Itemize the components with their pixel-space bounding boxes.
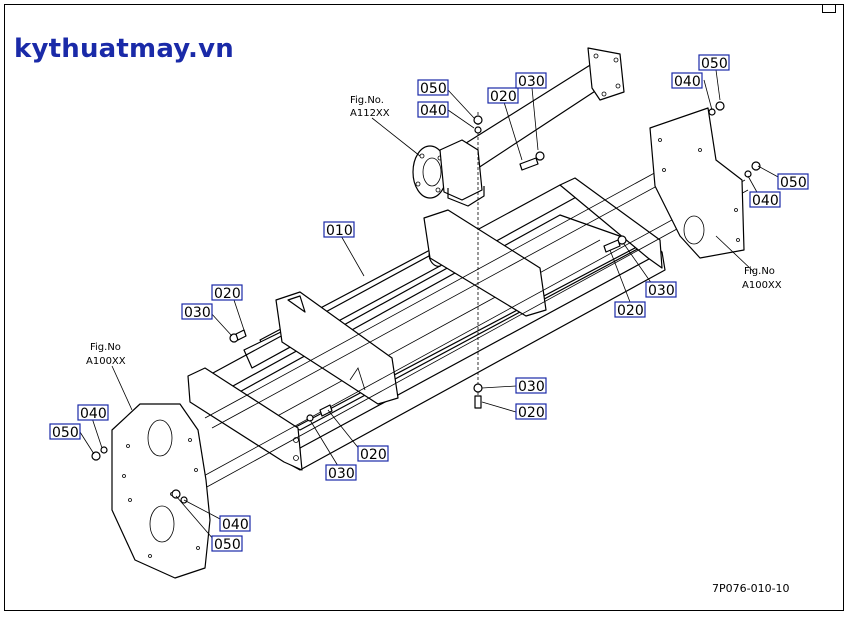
svg-text:040: 040	[80, 406, 107, 422]
svg-text:030: 030	[184, 305, 211, 321]
svg-text:030: 030	[518, 379, 545, 395]
callout-020-e: 020	[357, 445, 389, 463]
callout-040-b: 040	[671, 72, 703, 90]
svg-text:040: 040	[420, 103, 447, 119]
leader-lines	[79, 69, 781, 541]
svg-text:030: 030	[328, 466, 355, 482]
svg-text:020: 020	[518, 405, 545, 421]
svg-text:020: 020	[214, 286, 241, 302]
tie-rods	[199, 169, 749, 489]
main-frame	[187, 177, 666, 471]
callout-050-e: 050	[211, 535, 243, 553]
callout-050-a: 050	[417, 79, 449, 97]
svg-text:040: 040	[222, 517, 249, 533]
callout-040-e: 040	[219, 515, 251, 533]
callout-020-d: 020	[515, 403, 547, 421]
svg-text:010: 010	[326, 223, 353, 239]
callout-040-c: 040	[749, 191, 781, 209]
callout-020-b: 020	[211, 284, 243, 302]
callout-040-a: 040	[417, 101, 449, 119]
svg-text:050: 050	[701, 56, 728, 72]
svg-text:020: 020	[617, 303, 644, 319]
bearing-housing	[412, 139, 485, 207]
callout-030-e: 030	[325, 464, 357, 482]
fig-ref-line1: Fig.No	[90, 342, 121, 353]
right-side-plate	[649, 107, 745, 259]
fasteners	[91, 101, 761, 504]
fig-ref-line1: Fig.No	[744, 266, 775, 277]
svg-text:050: 050	[214, 537, 241, 553]
drawing-number: 7P076-010-10	[712, 582, 790, 595]
svg-text:050: 050	[420, 81, 447, 97]
callout-020-a: 020	[487, 87, 519, 105]
drawing-frame	[4, 4, 844, 611]
figure-ref-a100-right: Fig.No A100XX	[742, 266, 782, 291]
callout-010: 010	[323, 221, 355, 239]
svg-text:030: 030	[648, 283, 675, 299]
fig-ref-line2: A112XX	[350, 108, 390, 119]
svg-text:020: 020	[360, 447, 387, 463]
callout-030-d: 030	[515, 377, 547, 395]
callout-020-c: 020	[614, 301, 646, 319]
callout-050-c: 050	[777, 173, 809, 191]
callout-050-d: 050	[49, 423, 81, 441]
figure-ref-a112: Fig.No. A112XX	[350, 95, 390, 119]
svg-text:040: 040	[752, 193, 779, 209]
brand-watermark: kythuatmay.vn	[14, 34, 234, 64]
fig-ref-line2: A100XX	[742, 280, 782, 291]
figure-ref-a100-left: Fig.No A100XX	[86, 342, 126, 367]
callout-030-c: 030	[645, 281, 677, 299]
svg-text:020: 020	[490, 89, 517, 105]
left-side-plate	[111, 403, 211, 579]
callout-030-a: 030	[515, 72, 547, 90]
callout-030-b: 030	[181, 303, 213, 321]
callout-050-b: 050	[698, 54, 730, 72]
callout-040-d: 040	[77, 404, 109, 422]
svg-text:050: 050	[52, 425, 79, 441]
fig-ref-line1: Fig.No.	[350, 95, 384, 106]
fig-ref-line2: A100XX	[86, 356, 126, 367]
frame-corner-mark	[822, 4, 836, 13]
svg-text:040: 040	[674, 74, 701, 90]
svg-text:050: 050	[780, 175, 807, 191]
svg-text:030: 030	[518, 74, 545, 90]
upper-tube	[454, 47, 625, 173]
